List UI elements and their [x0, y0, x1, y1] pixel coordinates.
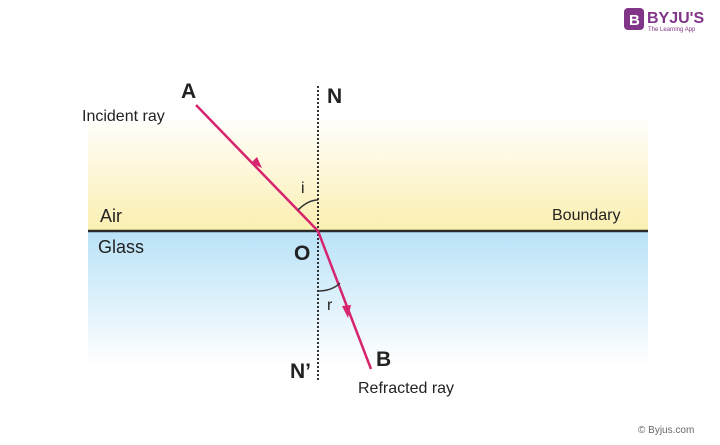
normal-bottom-label: N’	[290, 360, 311, 383]
point-b-label: B	[376, 348, 391, 371]
angle-r-label: r	[327, 297, 333, 314]
boundary-label: Boundary	[552, 207, 621, 224]
refracted-ray-label: Refracted ray	[358, 380, 454, 397]
air-label: Air	[100, 206, 122, 226]
logo-tagline: The Learning App	[648, 27, 696, 33]
byjus-logo-icon	[624, 8, 644, 30]
refracted-arrow-icon	[342, 305, 351, 318]
incident-ray	[195, 104, 319, 232]
credit-text: © Byjus.com	[638, 425, 694, 436]
angle-i-label: i	[301, 180, 305, 197]
logo-brand: BYJU'S	[647, 10, 704, 27]
refracted-ray	[316, 230, 373, 370]
point-o-label: O	[294, 242, 310, 265]
glass-region	[88, 231, 648, 366]
normal-top-label: N	[327, 85, 342, 108]
incident-arrow-icon	[251, 157, 262, 168]
point-a-label: A	[181, 80, 196, 103]
glass-label: Glass	[98, 237, 144, 257]
byjus-logo: B BYJU'S The Learning App	[624, 8, 704, 33]
angle-i-arc	[297, 199, 319, 211]
incident-ray-label: Incident ray	[82, 108, 165, 125]
svg-text:B: B	[629, 12, 640, 29]
air-region	[88, 115, 648, 231]
angle-r-arc	[317, 282, 341, 292]
